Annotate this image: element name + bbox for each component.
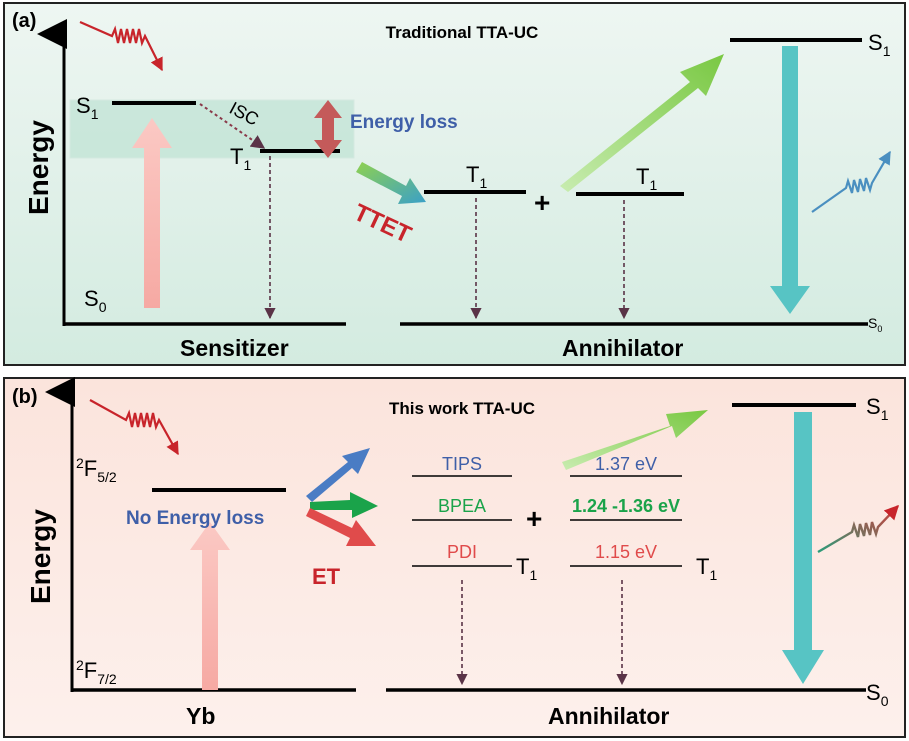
panel-b-title: This work TTA-UC [389, 399, 535, 418]
ttet-arrow [356, 162, 426, 204]
panel-b-tta-arrow [562, 410, 708, 470]
panel-b-label: (b) [12, 386, 38, 408]
panel-b-t1-label-2: T1 [696, 554, 717, 583]
et-label: ET [312, 564, 341, 589]
annihilator-t1-label-1: T1 [466, 162, 487, 191]
panel-b-plus: + [526, 503, 542, 534]
panel-b-emitted-photon [817, 504, 899, 554]
annihilator-s0-label: S0 [868, 315, 882, 334]
sensitizer-label: Sensitizer [180, 335, 289, 361]
sensitizer-t1-label: T1 [230, 144, 251, 173]
yb-2f72-label: 2F7/2 [76, 657, 117, 687]
panel-a-energy-axis-label: Energy [23, 120, 54, 215]
emission-arrow [770, 46, 810, 314]
bpea-label: BPEA [438, 496, 486, 516]
et-arrow-pdi [306, 508, 376, 546]
panel-b-s0-label: S0 [866, 680, 889, 709]
yb-label: Yb [186, 703, 215, 729]
annihilator-t1-label-2: T1 [636, 164, 657, 193]
panel-b-emission-arrow [782, 412, 824, 684]
panel-a-plus: + [534, 187, 550, 218]
blue-emitted-photon [811, 150, 891, 213]
energy-loss-band [69, 99, 355, 159]
red-excitation-photon [79, 20, 163, 72]
pdi-energy-label: 1.15 eV [595, 542, 657, 562]
absorption-arrow [132, 118, 172, 308]
pdi-label: PDI [447, 542, 477, 562]
bpea-energy-label: 1.24 -1.36 eV [572, 496, 680, 516]
no-energy-loss-label: No Energy loss [126, 508, 264, 529]
panel-a-annihilator-label: Annihilator [562, 335, 683, 361]
panel-b-energy-axis-label: Energy [25, 509, 56, 604]
panel-b-s1-label: S1 [866, 394, 889, 423]
isc-arrow [199, 103, 266, 149]
et-arrow-tips [306, 448, 370, 502]
sensitizer-s1-label: S1 [76, 93, 99, 122]
energy-loss-label: Energy loss [350, 112, 458, 133]
panel-b: (b) This work TTA-UC Energy 2F5/2 2F7/2 … [3, 377, 906, 738]
panel-b-t1-label-1: T1 [516, 554, 537, 583]
panel-b-red-excitation-photon [89, 399, 179, 456]
tips-label: TIPS [442, 454, 482, 474]
tips-energy-label: 1.37 eV [595, 454, 657, 474]
panel-a-frame [3, 2, 906, 366]
panel-b-frame [3, 377, 906, 738]
yb-absorption-arrow [190, 522, 230, 690]
panel-a: (a) Traditional TTA-UC Energy S1 T1 S0 I… [3, 2, 906, 366]
et-arrow-bpea [310, 492, 378, 518]
panel-a-label: (a) [12, 10, 36, 32]
panel-b-annihilator-label: Annihilator [548, 703, 669, 729]
panel-a-title: Traditional TTA-UC [386, 23, 539, 42]
tta-upconversion-arrow [560, 54, 724, 192]
yb-2f52-label: 2F5/2 [76, 455, 117, 485]
energy-loss-double-arrow [314, 100, 342, 158]
annihilator-s1-label: S1 [868, 30, 891, 59]
sensitizer-s0-label: S0 [84, 286, 107, 315]
